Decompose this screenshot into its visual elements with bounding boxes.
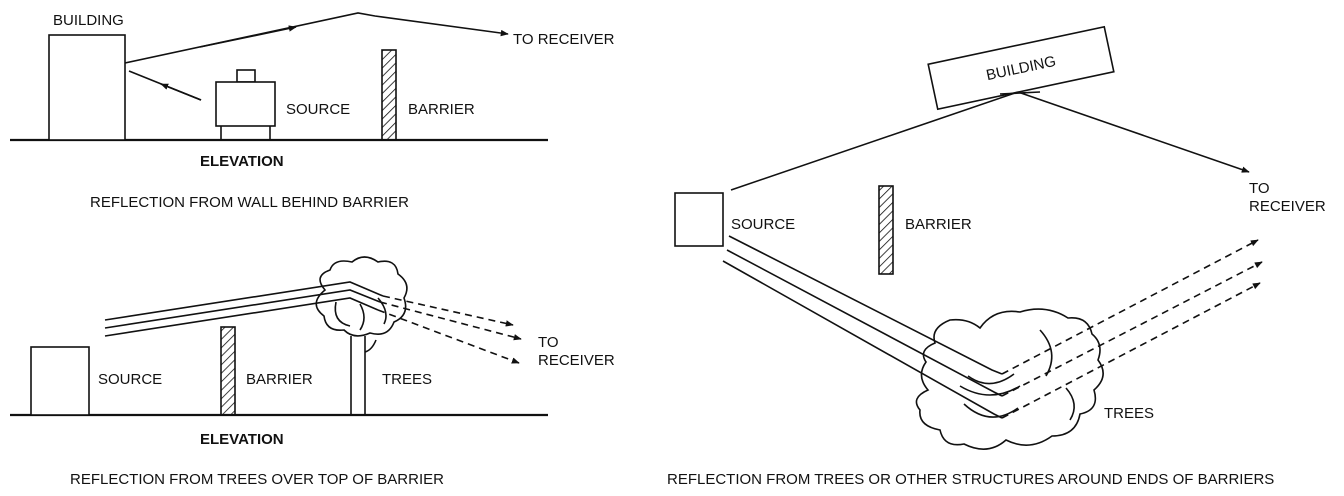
reflected-ray-building bbox=[1017, 91, 1250, 173]
source-shape bbox=[30, 346, 90, 416]
tree-detail bbox=[1065, 387, 1075, 421]
panel-wall-reflection: BUILDING SOURCE BARRIER TO RECEIVER ELEV… bbox=[10, 12, 615, 211]
panel-caption: REFLECTION FROM TREES OVER TOP OF BARRIE… bbox=[70, 471, 444, 488]
canopy-detail bbox=[334, 301, 351, 327]
incident-ray-2 bbox=[104, 289, 381, 329]
tree-trunk bbox=[350, 336, 377, 415]
incident-ray-1 bbox=[104, 281, 384, 321]
barrier-label: BARRIER bbox=[905, 216, 972, 233]
canopy-detail bbox=[377, 297, 387, 325]
source-label: SOURCE bbox=[98, 371, 162, 388]
to-label: TO bbox=[538, 334, 559, 351]
reflected-ray-3 bbox=[377, 309, 520, 364]
canopy-detail bbox=[359, 303, 365, 331]
elevation-label: ELEVATION bbox=[200, 153, 284, 170]
to-label: TO bbox=[1249, 180, 1270, 197]
panel-caption: REFLECTION FROM TREES OR OTHER STRUCTURE… bbox=[667, 471, 1274, 488]
reflected-ray-2 bbox=[379, 301, 522, 341]
panel-caption: REFLECTION FROM WALL BEHIND BARRIER bbox=[90, 194, 409, 211]
reflected-ray-2 bbox=[1001, 261, 1263, 397]
incident-ray-building bbox=[730, 91, 1019, 191]
source-shape bbox=[674, 192, 724, 247]
elevation-label: ELEVATION bbox=[200, 431, 284, 448]
barrier-shape bbox=[878, 185, 894, 275]
incident-ray-3 bbox=[722, 260, 1003, 419]
reflected-arrow-mid bbox=[199, 25, 297, 48]
trees-label: TREES bbox=[382, 371, 432, 388]
incident-arrow bbox=[160, 83, 202, 101]
receiver-label: RECEIVER bbox=[1249, 198, 1326, 215]
tree-canopy bbox=[315, 256, 408, 337]
building-shape: BUILDING bbox=[927, 25, 1115, 111]
reflected-ray-3 bbox=[1001, 282, 1261, 419]
to-receiver-label: TO RECEIVER bbox=[513, 31, 615, 48]
incident-ray-3 bbox=[104, 297, 379, 337]
reflected-ray bbox=[124, 12, 509, 64]
reflected-ray-1 bbox=[382, 295, 514, 327]
tree-detail bbox=[967, 373, 1015, 385]
barrier-label: BARRIER bbox=[408, 101, 475, 118]
barrier-shape bbox=[220, 326, 236, 416]
source-label: SOURCE bbox=[731, 216, 795, 233]
source-shape bbox=[215, 69, 276, 140]
reflected-ray-1 bbox=[1001, 239, 1259, 375]
trees-cluster bbox=[915, 308, 1104, 450]
barrier-label: BARRIER bbox=[246, 371, 313, 388]
panel-trees-over-top: SOURCE BARRIER TREES TO RECEIVER ELEVATI… bbox=[10, 256, 615, 488]
barrier-shape bbox=[381, 49, 397, 141]
tree-detail bbox=[963, 403, 1019, 418]
incident-ray-2 bbox=[726, 249, 1003, 397]
source-label: SOURCE bbox=[286, 101, 350, 118]
trees-label: TREES bbox=[1104, 405, 1154, 422]
building-shape bbox=[48, 34, 126, 141]
panel-around-ends: BUILDING SOURCE BARRIER TO RECEIVER TREE… bbox=[667, 25, 1326, 488]
receiver-label: RECEIVER bbox=[538, 352, 615, 369]
building-label: BUILDING bbox=[53, 12, 124, 29]
incident-ray-1 bbox=[728, 235, 1003, 375]
